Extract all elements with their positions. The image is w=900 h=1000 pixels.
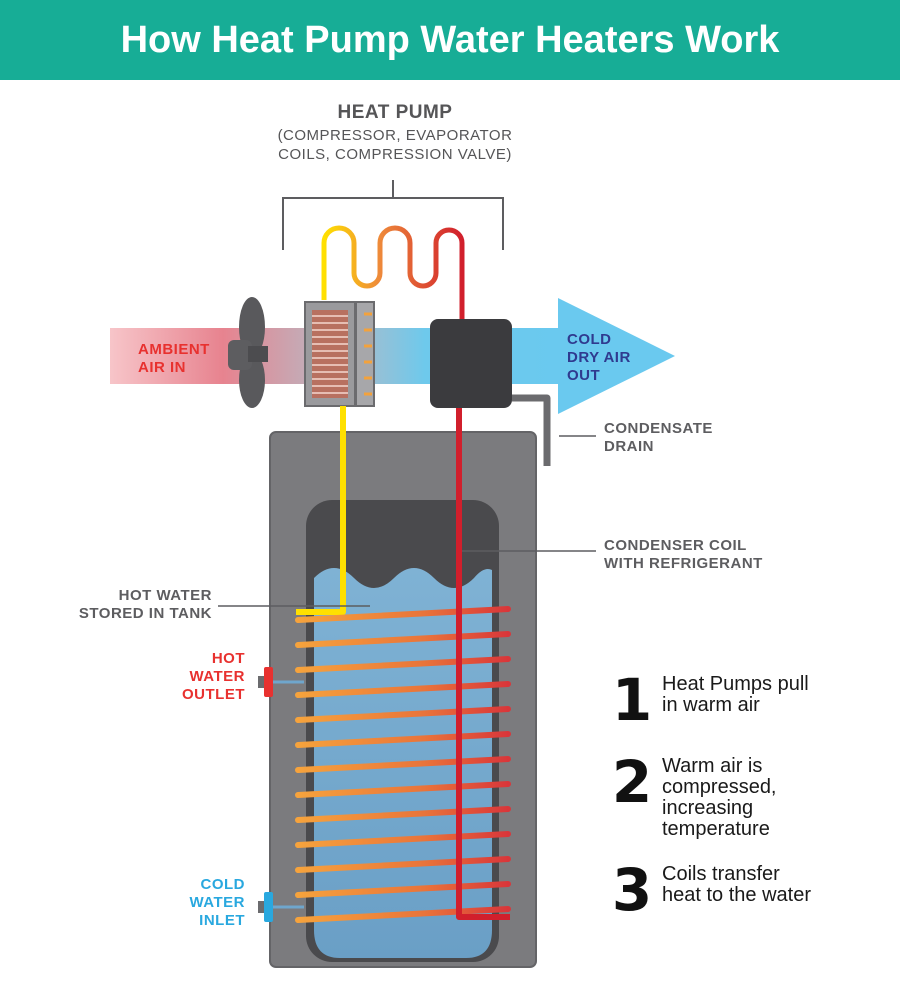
coil-line: [295, 731, 511, 748]
coil-line: [295, 831, 511, 848]
step-3: 3 Coils transfer heat to the water: [606, 856, 811, 924]
coil-line: [295, 606, 511, 623]
coil-line: [295, 706, 511, 723]
coil-line: [295, 906, 511, 923]
step-number: 3: [611, 856, 653, 924]
fan-icon: [228, 297, 268, 408]
step-2: 2 Warm air is compressed, increasing tem…: [606, 748, 777, 840]
step-text: Coils transfer heat to the water: [662, 863, 811, 906]
refrigerant-return-line: [456, 408, 510, 920]
coil-line: [295, 681, 511, 698]
heat-pump-label: HEAT PUMP: [337, 102, 453, 123]
hot-water-outlet-label: HOT WATER OUTLET: [182, 650, 245, 703]
condensate-drain-pipe: [512, 394, 551, 466]
refrigerant-serpentine: [321, 225, 465, 322]
hot-water-stored-label: HOT WATER STORED IN TANK: [78, 587, 212, 622]
coil-line: [295, 856, 511, 873]
cold-inlet-valve: [264, 892, 273, 922]
step-1: 1 Heat Pumps pull in warm air: [606, 666, 809, 734]
page-title: How Heat Pump Water Heaters Work: [120, 18, 780, 61]
coil-line: [295, 631, 511, 648]
coil-line: [295, 881, 511, 898]
evaporator-icon: [304, 301, 375, 407]
condenser-coil-label: CONDENSER COIL WITH REFRIGERANT: [604, 537, 763, 572]
step-number: 1: [611, 666, 653, 734]
coil-line: [295, 656, 511, 673]
hot-refrigerant-line: [296, 406, 346, 615]
step-text: Heat Pumps pull in warm air: [662, 673, 809, 716]
cold-dry-air-label: COLD DRY AIR OUT: [567, 331, 631, 384]
title-banner: How Heat Pump Water Heaters Work: [0, 0, 900, 80]
condensate-drain-label: CONDENSATE DRAIN: [604, 420, 713, 455]
cold-water-inlet-label: COLD WATER INLET: [189, 876, 245, 929]
heat-pump-bracket: [282, 180, 504, 250]
step-number: 2: [611, 748, 653, 816]
coil-line: [295, 781, 511, 798]
heat-pump-sublabel: (COMPRESSOR, EVAPORATOR COILS, COMPRESSI…: [277, 127, 513, 163]
condenser-coils: [295, 606, 511, 923]
coil-line: [295, 756, 511, 773]
ambient-air-label: AMBIENT AIR IN: [138, 341, 210, 376]
airflow-arrow-icon: [558, 298, 675, 414]
hot-outlet-valve: [264, 667, 273, 697]
compressor-icon: [430, 319, 512, 408]
step-text: Warm air is compressed, increasing tempe…: [662, 755, 777, 840]
coil-line: [295, 806, 511, 823]
